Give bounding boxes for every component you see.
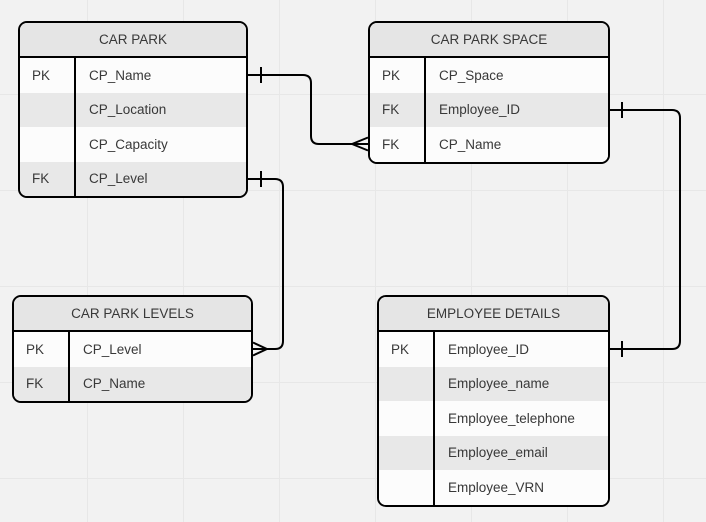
key-cell: FK bbox=[370, 92, 426, 127]
key-cell: PK bbox=[370, 58, 426, 93]
entity-title: CAR PARK bbox=[20, 23, 246, 58]
table-row[interactable]: CP_Location bbox=[20, 92, 246, 127]
attribute-cell: CP_Name bbox=[83, 376, 146, 392]
entity-employee-details[interactable]: EMPLOYEE DETAILS PK Employee_ID Employee… bbox=[377, 295, 610, 507]
entity-car-park-space[interactable]: CAR PARK SPACE PK CP_Space FK Employee_I… bbox=[368, 21, 610, 164]
attribute-cell: CP_Capacity bbox=[89, 136, 168, 152]
entity-title: EMPLOYEE DETAILS bbox=[379, 297, 608, 332]
connector-line[interactable] bbox=[610, 109, 681, 350]
entity-car-park[interactable]: CAR PARK PK CP_Name CP_Location CP_Capac… bbox=[18, 21, 248, 198]
table-row[interactable]: Employee_VRN bbox=[379, 470, 608, 505]
key-cell: FK bbox=[14, 366, 70, 401]
key-cell bbox=[20, 92, 76, 127]
attribute-cell: Employee_telephone bbox=[448, 410, 575, 426]
connector-line[interactable] bbox=[248, 74, 368, 145]
key-cell bbox=[379, 401, 435, 436]
entity-body: PK CP_Level FK CP_Name bbox=[14, 332, 251, 401]
entity-car-park-levels[interactable]: CAR PARK LEVELS PK CP_Level FK CP_Name bbox=[12, 295, 253, 403]
table-row[interactable]: PK CP_Level bbox=[14, 332, 251, 367]
relationship-carpark-to-carparkspace[interactable] bbox=[248, 67, 369, 152]
entity-body: PK CP_Name CP_Location CP_Capacity FK CP… bbox=[20, 58, 246, 196]
connector-line[interactable] bbox=[248, 178, 284, 350]
cardinality-many-icon bbox=[252, 341, 268, 357]
table-row[interactable]: PK CP_Name bbox=[20, 58, 246, 93]
attribute-cell: CP_Level bbox=[83, 341, 142, 357]
table-row[interactable]: FK CP_Level bbox=[20, 161, 246, 196]
attribute-cell: Employee_ID bbox=[448, 341, 530, 357]
key-cell: PK bbox=[14, 332, 70, 367]
table-row[interactable]: PK CP_Space bbox=[370, 58, 608, 93]
attribute-cell: CP_Level bbox=[89, 171, 148, 187]
entity-title: CAR PARK SPACE bbox=[370, 23, 608, 58]
table-row[interactable]: FK Employee_ID bbox=[370, 92, 608, 127]
table-row[interactable]: Employee_email bbox=[379, 435, 608, 470]
table-row[interactable]: CP_Capacity bbox=[20, 127, 246, 162]
key-cell bbox=[379, 470, 435, 505]
attribute-cell: Employee_email bbox=[448, 445, 548, 461]
table-row[interactable]: Employee_name bbox=[379, 366, 608, 401]
relationship-carpark-to-carparklevels[interactable] bbox=[248, 171, 284, 357]
key-cell: PK bbox=[379, 332, 435, 367]
attribute-cell: CP_Name bbox=[89, 67, 152, 83]
table-row[interactable]: Employee_telephone bbox=[379, 401, 608, 436]
entity-body: PK CP_Space FK Employee_ID FK CP_Name bbox=[370, 58, 608, 162]
cardinality-many-icon bbox=[351, 136, 369, 152]
key-cell: FK bbox=[20, 161, 76, 196]
key-cell bbox=[379, 435, 435, 470]
attribute-cell: CP_Name bbox=[439, 136, 502, 152]
attribute-cell: Employee_ID bbox=[439, 102, 521, 118]
attribute-cell: CP_Location bbox=[89, 102, 167, 118]
table-row[interactable]: PK Employee_ID bbox=[379, 332, 608, 367]
table-row[interactable]: FK CP_Name bbox=[14, 366, 251, 401]
relationship-carparkspace-to-employeedetails[interactable] bbox=[610, 102, 681, 357]
entity-body: PK Employee_ID Employee_name Employee_te… bbox=[379, 332, 608, 505]
table-row[interactable]: FK CP_Name bbox=[370, 127, 608, 162]
key-cell: FK bbox=[370, 127, 426, 162]
key-cell: PK bbox=[20, 58, 76, 93]
attribute-cell: Employee_name bbox=[448, 376, 550, 392]
attribute-cell: Employee_VRN bbox=[448, 479, 545, 495]
key-cell bbox=[379, 366, 435, 401]
key-cell bbox=[20, 127, 76, 162]
attribute-cell: CP_Space bbox=[439, 67, 504, 83]
entity-title: CAR PARK LEVELS bbox=[14, 297, 251, 332]
